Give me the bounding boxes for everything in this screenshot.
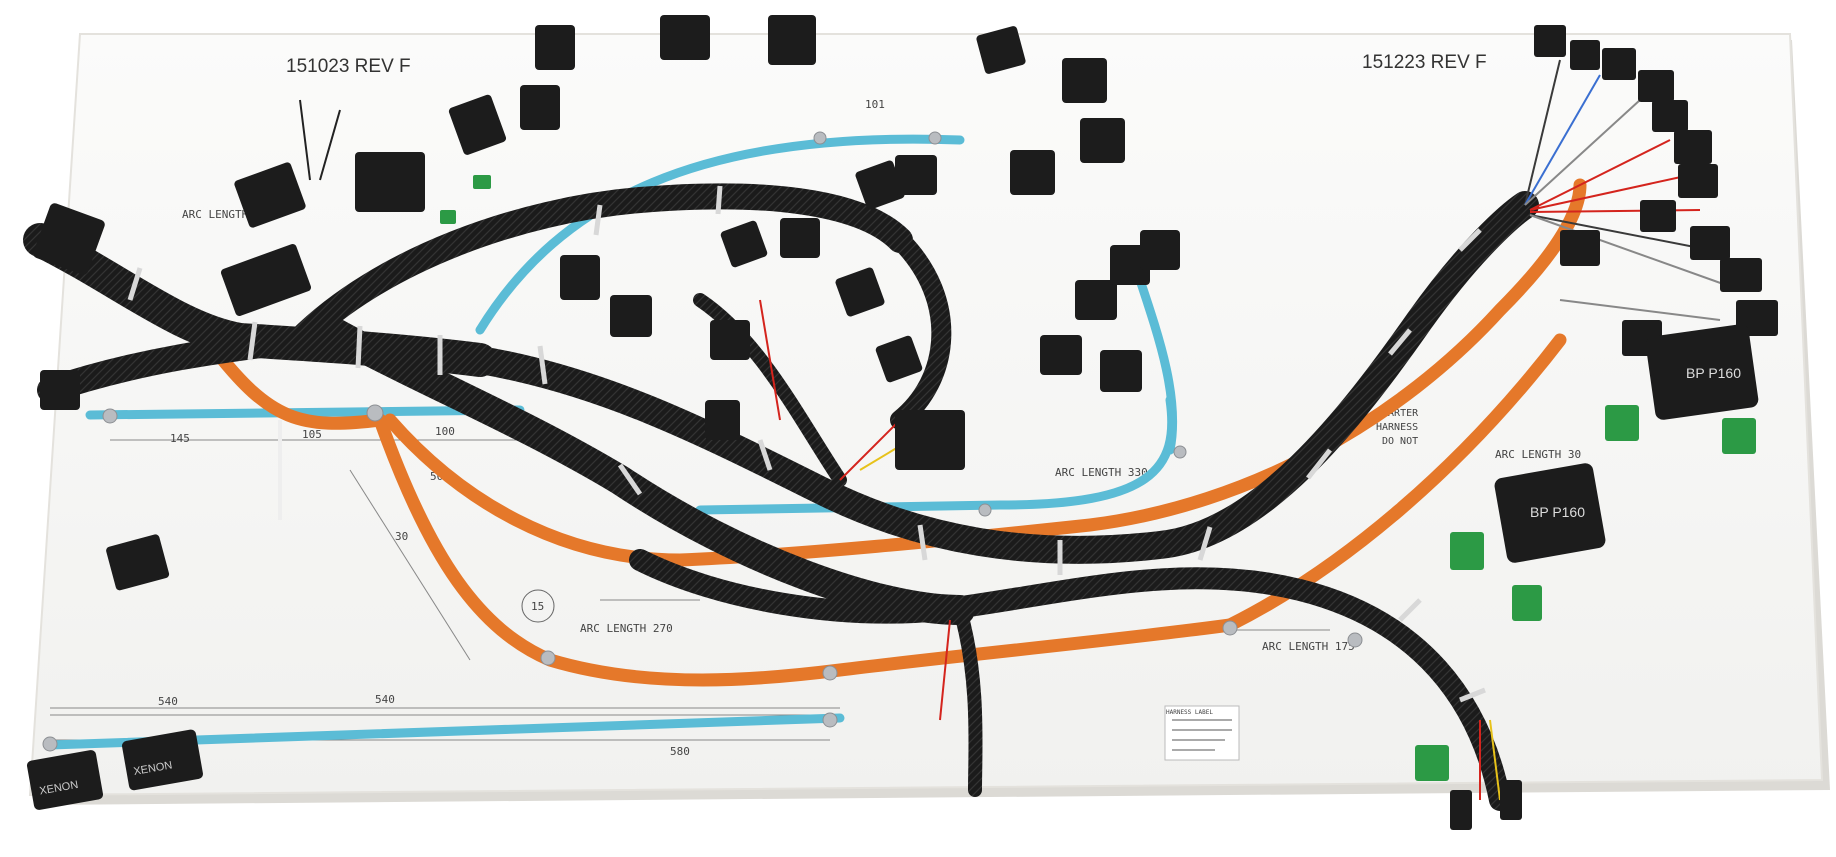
green-connectors: [440, 175, 1756, 781]
board-label-right: 151223 REV F: [1362, 52, 1487, 73]
arc-length-b: ARC LENGTH 270: [580, 622, 673, 635]
bp-connector-bottom-label: BP P160: [1530, 504, 1585, 520]
orange-conduits: [208, 178, 1587, 687]
dim-105: 105: [302, 428, 322, 441]
dim-145: 145: [170, 432, 190, 445]
note-starter-2: HARNESS: [1376, 422, 1418, 433]
note-starter-3: DO NOT: [1382, 436, 1418, 447]
arc-length-c: ARC LENGTH 330: [1055, 466, 1148, 479]
bp-connector-top: [1645, 324, 1759, 420]
dim-580: 580: [670, 745, 690, 758]
label-sheet-title: HARNESS LABEL: [1166, 709, 1213, 716]
cable-ties: [127, 185, 1486, 703]
branch-wires: [278, 59, 1741, 801]
bp-connector-bottom: [1494, 463, 1606, 563]
dim-30: 30: [395, 530, 408, 543]
board-label-left: 151023 REV F: [286, 56, 411, 77]
dim-540b: 540: [375, 693, 395, 706]
note-starter-1: STARTER: [1376, 408, 1419, 419]
bp-connector-top-label: BP P160: [1686, 365, 1741, 381]
balloon-15: [521, 589, 555, 623]
balloon-15-label: 15: [531, 600, 544, 613]
black-connectors: [33, 15, 1778, 830]
board-clamps: [42, 131, 1363, 752]
dim-540a: 540: [158, 695, 178, 708]
blue-tubes: [45, 134, 1178, 750]
bottom-left-connector-1: [26, 750, 104, 810]
dim-101: 101: [865, 98, 885, 111]
label-sheet: [1164, 705, 1240, 761]
black-bundles: [23, 183, 1539, 811]
bottom-left-connector-2: [122, 729, 203, 791]
arc-length-d: ARC LENGTH 175: [1262, 640, 1355, 653]
dim-100: 100: [435, 425, 455, 438]
arc-length-e: ARC LENGTH 30: [1495, 448, 1581, 461]
